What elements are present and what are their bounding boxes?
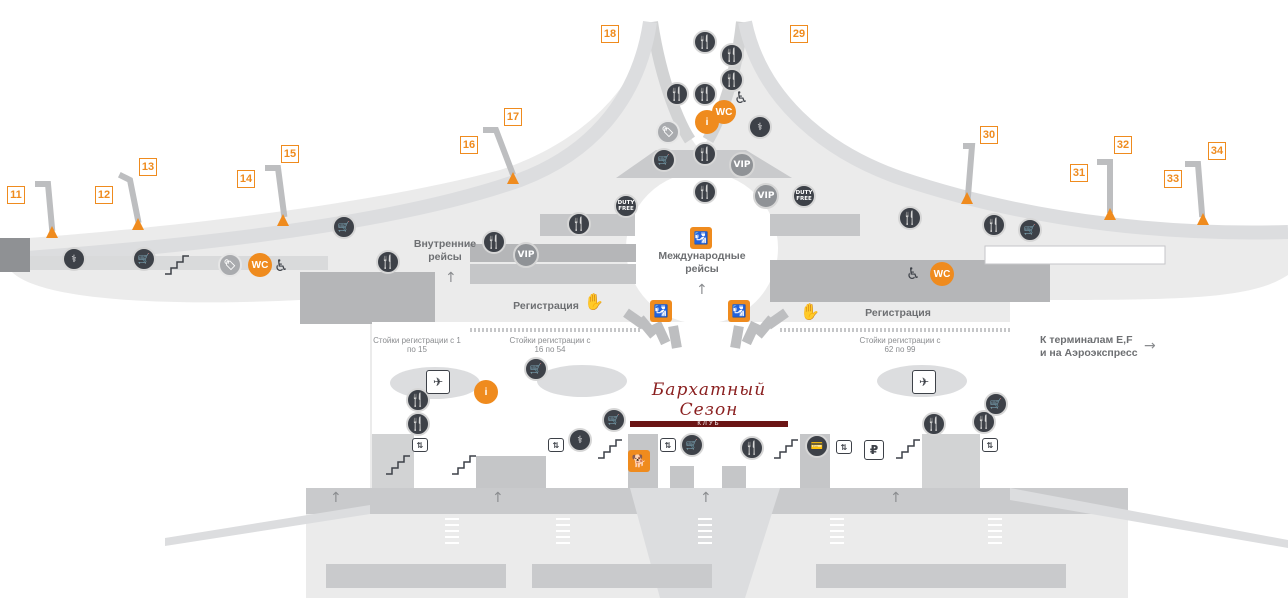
- elevator-icon[interactable]: ⇅: [412, 438, 428, 452]
- restaurant-icon[interactable]: 🍴: [922, 412, 946, 436]
- elevator-icon[interactable]: ⇅: [548, 438, 564, 452]
- up-arrow-icon: ↑: [696, 282, 708, 298]
- restaurant-icon[interactable]: 🍴: [693, 142, 717, 166]
- gate-30[interactable]: 30: [980, 126, 998, 144]
- up-arrow-icon: ↑: [445, 270, 457, 286]
- club-subtitle: КЛУБ: [630, 421, 788, 427]
- gate-12[interactable]: 12: [95, 186, 113, 204]
- shop-icon[interactable]: 🛒: [1018, 218, 1042, 242]
- restaurant-icon[interactable]: 🍴: [482, 230, 506, 254]
- velvet-season-club[interactable]: Бархатный Сезон КЛУБ: [628, 380, 790, 427]
- tag-icon[interactable]: 🏷: [656, 120, 680, 144]
- elevator-icon[interactable]: ⇅: [660, 438, 676, 452]
- shop-icon[interactable]: 🛒: [602, 408, 626, 432]
- gate-33[interactable]: 33: [1164, 170, 1182, 188]
- restaurant-icon[interactable]: 🍴: [376, 250, 400, 274]
- wheelchair-icon: ♿: [906, 264, 921, 283]
- club-title: Бархатный Сезон: [651, 380, 767, 420]
- vip-lounge-icon[interactable]: VIP: [513, 242, 539, 268]
- shop-icon[interactable]: 🛒: [524, 357, 548, 381]
- checkin-right-label: Регистрация: [865, 307, 931, 319]
- vip-lounge-icon[interactable]: VIP: [753, 183, 779, 209]
- restaurant-icon[interactable]: 🍴: [693, 30, 717, 54]
- up-arrow-icon: ↑: [492, 490, 504, 506]
- up-arrow-icon: ↑: [700, 490, 712, 506]
- restaurant-icon[interactable]: 🍴: [740, 436, 764, 460]
- pharmacy-icon[interactable]: ⚕: [748, 115, 772, 139]
- up-arrow-icon: ↑: [330, 490, 342, 506]
- gate-32[interactable]: 32: [1114, 136, 1132, 154]
- duty-free-icon[interactable]: DUTY FREE: [614, 194, 638, 218]
- restaurant-icon[interactable]: 🍴: [567, 212, 591, 236]
- restaurant-icon[interactable]: 🍴: [693, 82, 717, 106]
- gate-31[interactable]: 31: [1070, 164, 1088, 182]
- duty-free-icon[interactable]: DUTY FREE: [792, 184, 816, 208]
- info-icon[interactable]: i: [474, 380, 498, 404]
- gate-34[interactable]: 34: [1208, 142, 1226, 160]
- counters-1-15-label: Стойки регистрации с 1 по 15: [373, 336, 461, 354]
- domestic-flights-label: Внутренние рейсы: [413, 238, 477, 263]
- wheelchair-icon: ♿: [274, 256, 289, 275]
- elevator-icon[interactable]: ⇅: [836, 440, 852, 454]
- pharmacy-icon[interactable]: ⚕: [62, 247, 86, 271]
- passport-control-icon[interactable]: 🛂: [728, 300, 750, 322]
- gate-18[interactable]: 18: [601, 25, 619, 43]
- international-flights-label: Международные рейсы: [658, 250, 746, 275]
- vip-lounge-icon[interactable]: VIP: [729, 152, 755, 178]
- shop-icon[interactable]: 🛒: [332, 215, 356, 239]
- up-arrow-icon: ↑: [890, 490, 902, 506]
- counters-62-99-label: Стойки регистрации с 62 по 99: [859, 336, 941, 354]
- gate-14[interactable]: 14: [237, 170, 255, 188]
- restaurant-icon[interactable]: 🍴: [406, 412, 430, 436]
- wc-icon[interactable]: WC: [930, 262, 954, 286]
- restaurant-icon[interactable]: 🍴: [898, 206, 922, 230]
- to-terminals-label[interactable]: К терминалам E,F и на Аэроэкспресс: [1040, 334, 1138, 359]
- shop-icon[interactable]: 🛒: [680, 433, 704, 457]
- departure-board-icon[interactable]: ✈: [426, 370, 450, 394]
- checkin-left-label: Регистрация: [513, 300, 579, 312]
- counters-16-54-label: Стойки регистрации с 16 по 54: [509, 336, 591, 354]
- gate-13[interactable]: 13: [139, 158, 157, 176]
- pharmacy-icon[interactable]: ⚕: [568, 428, 592, 452]
- pet-icon[interactable]: 🐕: [628, 450, 650, 472]
- wheelchair-icon: ♿: [734, 88, 749, 107]
- elevator-icon[interactable]: ⇅: [982, 438, 998, 452]
- shop-icon[interactable]: 🛒: [984, 392, 1008, 416]
- shop-icon[interactable]: 🛒: [652, 148, 676, 172]
- gate-17[interactable]: 17: [504, 108, 522, 126]
- gate-11[interactable]: 11: [7, 186, 25, 204]
- right-arrow-icon: →: [1144, 338, 1156, 354]
- restaurant-icon[interactable]: 🍴: [720, 43, 744, 67]
- restaurant-icon[interactable]: 🍴: [693, 180, 717, 204]
- gate-16[interactable]: 16: [460, 136, 478, 154]
- atm-icon[interactable]: 💳: [805, 434, 829, 458]
- restaurant-icon[interactable]: 🍴: [665, 82, 689, 106]
- checkin-hand-icon: ✋: [584, 292, 604, 311]
- tag-icon[interactable]: 🏷: [218, 253, 242, 277]
- wc-icon[interactable]: WC: [248, 253, 272, 277]
- wc-icon[interactable]: WC: [712, 100, 736, 124]
- gate-15[interactable]: 15: [281, 145, 299, 163]
- gate-29[interactable]: 29: [790, 25, 808, 43]
- passport-control-icon[interactable]: 🛂: [690, 227, 712, 249]
- currency-exchange-icon[interactable]: ₽: [864, 440, 884, 460]
- departure-board-icon[interactable]: ✈: [912, 370, 936, 394]
- passport-control-icon[interactable]: 🛂: [650, 300, 672, 322]
- checkin-hand-icon: ✋: [800, 302, 820, 321]
- restaurant-icon[interactable]: 🍴: [982, 213, 1006, 237]
- restaurant-icon[interactable]: 🍴: [720, 68, 744, 92]
- shop-icon[interactable]: 🛒: [132, 247, 156, 271]
